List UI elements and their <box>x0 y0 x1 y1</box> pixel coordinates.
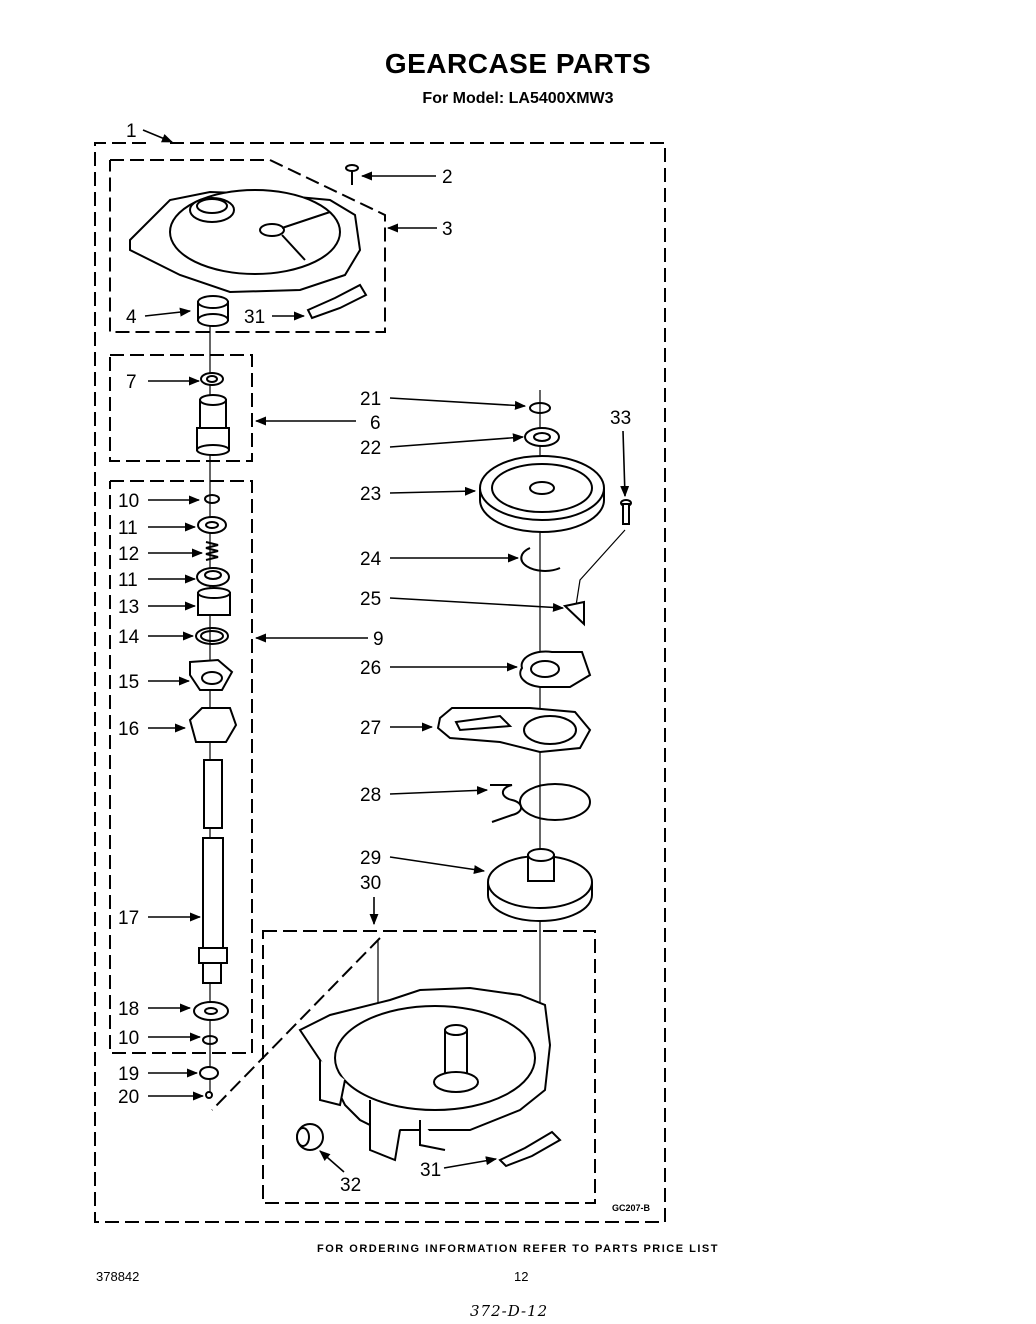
callout-16: 16 <box>118 719 139 740</box>
shifter-fork-part-27 <box>436 707 592 754</box>
callout-15: 15 <box>118 672 139 693</box>
cover-group-outline <box>109 159 386 333</box>
callout-11b: 11 <box>118 570 138 591</box>
shifter-part-25 <box>562 600 585 627</box>
shaft-group-outline <box>109 480 253 1054</box>
gearcase-housing-part-30 <box>298 986 552 1162</box>
ball-part-20 <box>205 1091 213 1099</box>
callout-25: 25 <box>360 589 381 610</box>
ordering-note: FOR ORDERING INFORMATION REFER TO PARTS … <box>317 1243 719 1255</box>
pin-part-33 <box>620 499 632 525</box>
plate-part-26 <box>519 650 592 688</box>
callout-18: 18 <box>118 999 139 1020</box>
callout-30: 30 <box>360 873 381 894</box>
callout-26: 26 <box>360 658 381 679</box>
gearcase-assembly-outline <box>94 142 666 1223</box>
model-subtitle: For Model: LA5400XMW3 <box>422 90 614 107</box>
agitator-shaft-part-17 <box>198 759 228 984</box>
washer-part-11 <box>197 516 227 534</box>
gearcase-cover-part-3 <box>129 189 362 294</box>
clutch-part-13 <box>197 587 231 616</box>
callout-13: 13 <box>118 597 139 618</box>
retaining-ring-part-10 <box>204 494 220 504</box>
clip-part-24 <box>520 547 561 572</box>
callout-31a: 31 <box>244 307 265 328</box>
document-number: 378842 <box>96 1269 140 1284</box>
callout-17: 17 <box>118 908 139 929</box>
grease-tube-part-31b <box>498 1130 562 1168</box>
callout-27: 27 <box>360 718 381 739</box>
callout-29: 29 <box>360 848 381 869</box>
screw-part-2 <box>345 164 359 185</box>
spring-part-12 <box>205 541 219 561</box>
callout-22: 22 <box>360 438 381 459</box>
diagram-code: GC207-B <box>612 1203 651 1213</box>
washer-part-18 <box>193 1001 229 1021</box>
callout-32: 32 <box>340 1175 361 1196</box>
spring-clip-part-28 <box>490 783 591 823</box>
callout-9: 9 <box>373 629 384 650</box>
cam-part-16 <box>188 707 238 743</box>
callout-12: 12 <box>118 544 139 565</box>
callout-28: 28 <box>360 785 381 806</box>
bearing-part-4 <box>197 295 229 327</box>
gearcase-group-outline <box>262 930 596 1204</box>
grease-tube-part-31 <box>306 283 368 320</box>
cam-part-15 <box>189 658 234 691</box>
retaining-ring-part-10b <box>202 1035 218 1045</box>
washer-part-7 <box>200 372 224 386</box>
bearing-part-32 <box>296 1123 324 1151</box>
callout-7: 7 <box>126 372 137 393</box>
callout-2: 2 <box>442 167 453 188</box>
washer-part-22 <box>524 427 560 447</box>
callout-31b: 31 <box>420 1160 441 1181</box>
page-number: 12 <box>514 1269 529 1284</box>
callout-20: 20 <box>118 1087 139 1108</box>
callout-1: 1 <box>126 121 137 142</box>
callout-10a: 10 <box>118 491 139 512</box>
pinion-gear-part-6 <box>196 394 230 456</box>
drive-gear-part-23 <box>479 455 605 533</box>
page-title: GEARCASE PARTS <box>384 48 652 79</box>
callout-labels: 1 2 3 4 31 7 6 10 11 12 11 13 14 9 15 16… <box>118 121 631 1196</box>
callout-14: 14 <box>118 627 140 648</box>
pinion-group-outline <box>109 354 253 462</box>
bearing-part-19 <box>199 1066 219 1080</box>
ring-part-14 <box>195 627 229 645</box>
handwritten-reference: 372-D-12 <box>470 1302 549 1320</box>
retaining-ring-part-21 <box>529 402 551 414</box>
callout-10b: 10 <box>118 1028 139 1049</box>
callout-23: 23 <box>360 484 381 505</box>
callout-19: 19 <box>118 1064 139 1085</box>
callout-4: 4 <box>126 307 137 328</box>
callout-3: 3 <box>442 219 453 240</box>
callout-24: 24 <box>360 549 382 570</box>
callout-11a: 11 <box>118 518 138 539</box>
gear-part-29 <box>487 848 593 922</box>
callout-6: 6 <box>370 413 381 434</box>
callout-33: 33 <box>610 408 631 429</box>
washer-part-11b <box>196 567 230 587</box>
callout-21: 21 <box>360 389 381 410</box>
